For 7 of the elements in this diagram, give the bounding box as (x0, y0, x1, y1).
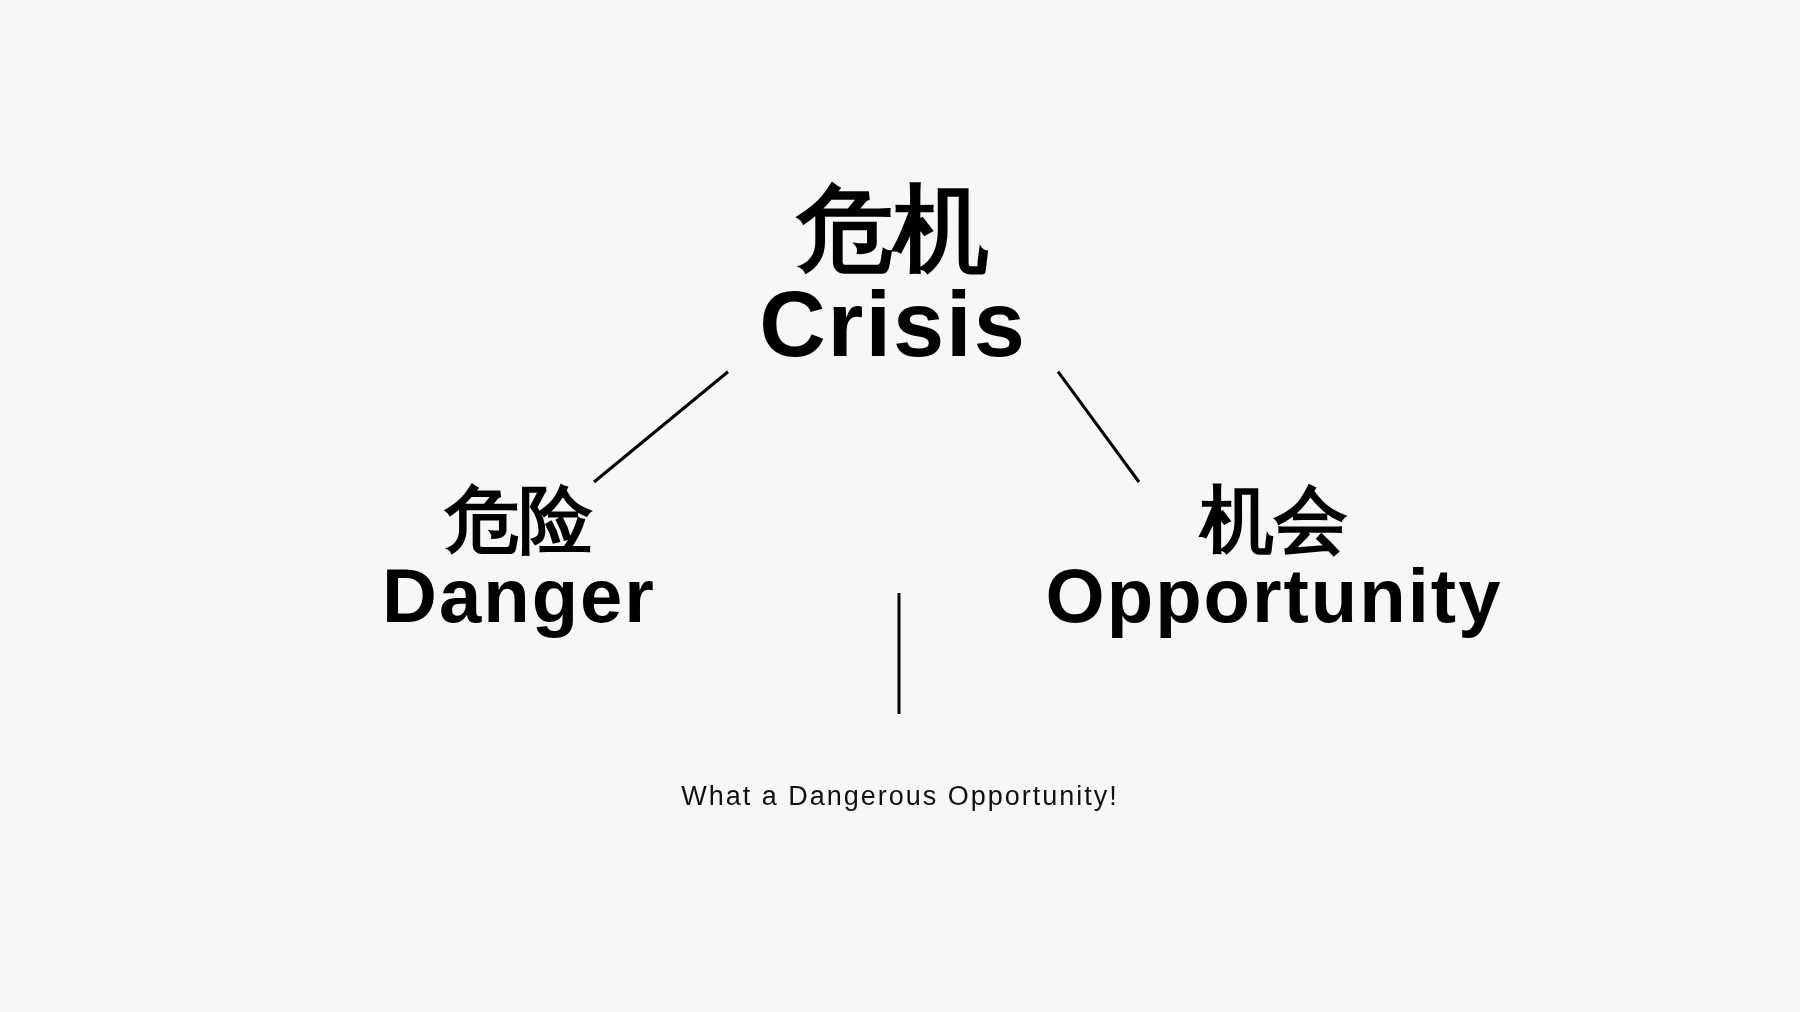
caption: What a Dangerous Opportunity! (681, 780, 1119, 813)
english-heading: Crisis (759, 277, 1027, 372)
connector-line (593, 370, 729, 484)
connector-line (1056, 370, 1141, 483)
chinese-heading: 机会 (1200, 482, 1348, 558)
chinese-heading: 危机 (797, 180, 989, 278)
chinese-heading: 危险 (445, 482, 593, 558)
